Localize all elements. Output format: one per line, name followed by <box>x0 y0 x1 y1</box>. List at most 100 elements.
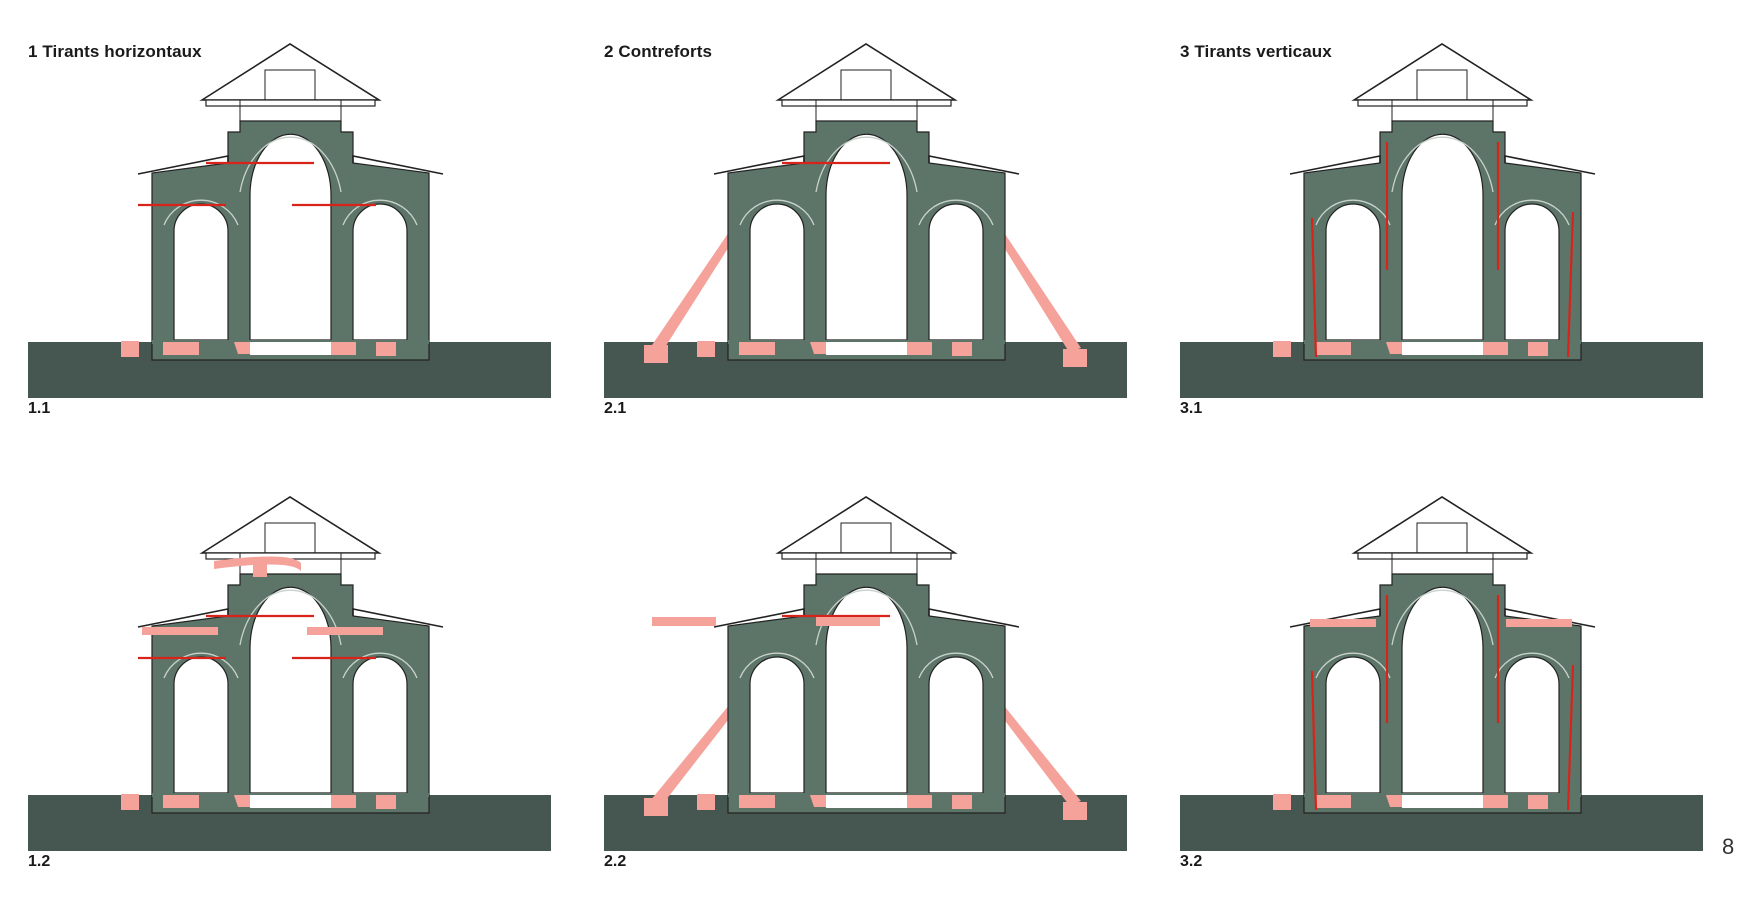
panel-label-1-2: 1.2 <box>28 853 51 870</box>
masonry-shell <box>1303 120 1582 361</box>
arch-rib-right <box>918 199 994 226</box>
foundation-pad-aisle-left <box>739 795 775 808</box>
masonry-shell <box>151 573 430 814</box>
panel-3-1: 3 Tirants verticaux 3.1 <box>1180 42 1710 442</box>
section-drawing-3-2 <box>1180 496 1703 851</box>
column-title-vertical-ties: 3 Tirants verticaux <box>1180 42 1332 61</box>
gable-roof <box>1351 496 1534 554</box>
reinforcement-aisle-left <box>142 627 218 635</box>
reinforcement-aisle-right <box>307 627 383 635</box>
gable-roof <box>199 43 382 101</box>
reinforcement-aisle-right <box>1506 619 1572 627</box>
panel-1-2: 1.2 <box>28 495 558 895</box>
roof-beam <box>1357 99 1528 107</box>
nave-floor-void <box>1402 795 1483 808</box>
foundation-wedge-left <box>810 795 826 807</box>
arch-rib-right <box>342 652 418 679</box>
gable-roof <box>199 496 382 554</box>
roof-beam <box>781 552 952 560</box>
nave-floor-void <box>826 795 907 808</box>
page-number: 8 <box>1722 834 1735 859</box>
buttress-footing-left <box>644 345 668 363</box>
arch-rib-right <box>1494 652 1570 679</box>
roof-beam <box>205 552 376 560</box>
arch-rib-left <box>1315 199 1391 226</box>
nave-floor-void <box>826 342 907 355</box>
reinforcement-key-upper <box>253 561 267 577</box>
foundation-pad-outer-right <box>1528 795 1548 809</box>
arch-rib-left <box>163 199 239 226</box>
aisle-roof-right <box>352 155 444 175</box>
foundation-wedge-right <box>331 795 346 807</box>
masonry-shell <box>151 120 430 361</box>
reinforcement-aisle-left <box>652 617 716 626</box>
masonry-shell <box>727 573 1006 814</box>
arch-rib-right <box>342 199 418 226</box>
gable-roof <box>1351 43 1534 101</box>
foundation-wedge-right <box>331 342 346 354</box>
aisle-roof-left <box>713 155 805 175</box>
gable-roof <box>775 43 958 101</box>
roof-beam <box>1357 552 1528 560</box>
aisle-roof-right <box>928 155 1020 175</box>
arch-rib-right <box>918 652 994 679</box>
foundation-wedge-right <box>1483 795 1498 807</box>
gable-roof <box>775 496 958 554</box>
panel-1-1: 1 Tirants horizontaux 1.1 <box>28 42 558 442</box>
section-drawing-2-2 <box>604 496 1127 851</box>
foundation-pad-outer-left <box>121 794 139 810</box>
aisle-roof-left <box>713 608 805 628</box>
foundation-wedge-left <box>234 342 250 354</box>
foundation-wedge-right <box>907 795 922 807</box>
panel-3-2: 3.2 <box>1180 495 1710 895</box>
roof-truss-box <box>1416 69 1468 101</box>
reinforcement-aisle-left <box>1310 619 1376 627</box>
panel-label-2-1: 2.1 <box>604 400 627 417</box>
foundation-pad-outer-right <box>376 795 396 809</box>
foundation-pad-outer-right <box>952 795 972 809</box>
foundation-pad-aisle-left <box>1315 342 1351 355</box>
nave-floor-void <box>250 795 331 808</box>
panel-2-1: 2 Contreforts 2.1 <box>604 42 1134 442</box>
nave-floor-void <box>250 342 331 355</box>
arch-rib-left <box>739 652 815 679</box>
foundation-wedge-left <box>234 795 250 807</box>
foundation-pad-aisle-left <box>739 342 775 355</box>
foundation-pad-outer-right <box>1528 342 1548 356</box>
foundation-pad-outer-left <box>1273 794 1291 810</box>
arch-rib-right <box>1494 199 1570 226</box>
foundation-wedge-left <box>810 342 826 354</box>
section-drawing-1-2 <box>28 496 551 851</box>
foundation-pad-outer-left <box>697 341 715 357</box>
roof-truss-box <box>840 522 892 554</box>
vertical-tie-outer-left <box>1310 217 1318 358</box>
foundation-pad-outer-left <box>697 794 715 810</box>
vertical-tie-outer-right <box>1566 211 1575 358</box>
nave-floor-void <box>1402 342 1483 355</box>
foundation-pad-aisle-left <box>163 795 199 808</box>
foundation-wedge-left <box>1386 795 1402 807</box>
roof-beam <box>205 99 376 107</box>
section-drawing-2-1 <box>604 43 1127 398</box>
foundation-wedge-right <box>907 342 922 354</box>
foundation-wedge-left <box>1386 342 1402 354</box>
column-title-horizontal-ties: 1 Tirants horizontaux <box>28 42 202 61</box>
masonry-shell <box>727 120 1006 361</box>
aisle-roof-left <box>1289 155 1381 175</box>
aisle-roof-left <box>137 608 229 628</box>
foundation-pad-outer-right <box>376 342 396 356</box>
roof-truss-box <box>264 69 316 101</box>
arch-rib-nave <box>1391 589 1494 646</box>
roof-truss-box <box>264 522 316 554</box>
panel-label-1-1: 1.1 <box>28 400 51 417</box>
arch-rib-left <box>739 199 815 226</box>
buttress-strut-left <box>650 687 746 805</box>
vertical-tie-outer-left <box>1310 670 1318 811</box>
foundation-pad-aisle-left <box>1315 795 1351 808</box>
arch-rib-nave <box>815 136 918 193</box>
section-drawing-1-1 <box>28 43 551 398</box>
roof-beam <box>781 99 952 107</box>
arch-rib-left <box>1315 652 1391 679</box>
buttress-footing-right <box>1063 802 1087 820</box>
foundation-pad-outer-left <box>121 341 139 357</box>
